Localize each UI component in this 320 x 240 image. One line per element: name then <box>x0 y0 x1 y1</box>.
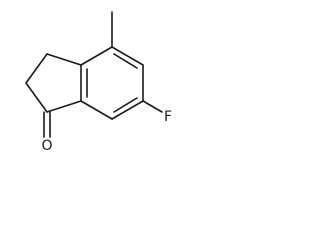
ring-bond-c7-c7a <box>80 100 113 120</box>
ring-bond-c1-c7a <box>46 100 82 113</box>
fluorine-atom-label: F <box>164 109 172 125</box>
oxygen-atom-label: O <box>41 138 52 154</box>
ring-bond-c4-c5-inner <box>113 53 138 69</box>
ring-bond-c4-c5 <box>111 46 144 66</box>
ring-bond-c6-c7-inner <box>113 97 138 113</box>
fluorine-bond <box>142 100 163 113</box>
ring-bond-c3-c2 <box>25 53 48 84</box>
ring-bond-c2-c1 <box>25 82 48 113</box>
ring-bond-c6-c7 <box>111 100 144 120</box>
ring-bond-c3a-c3 <box>46 53 82 66</box>
ring-bond-c3a-c4 <box>80 46 113 66</box>
molecule-structure: O F <box>25 11 172 154</box>
